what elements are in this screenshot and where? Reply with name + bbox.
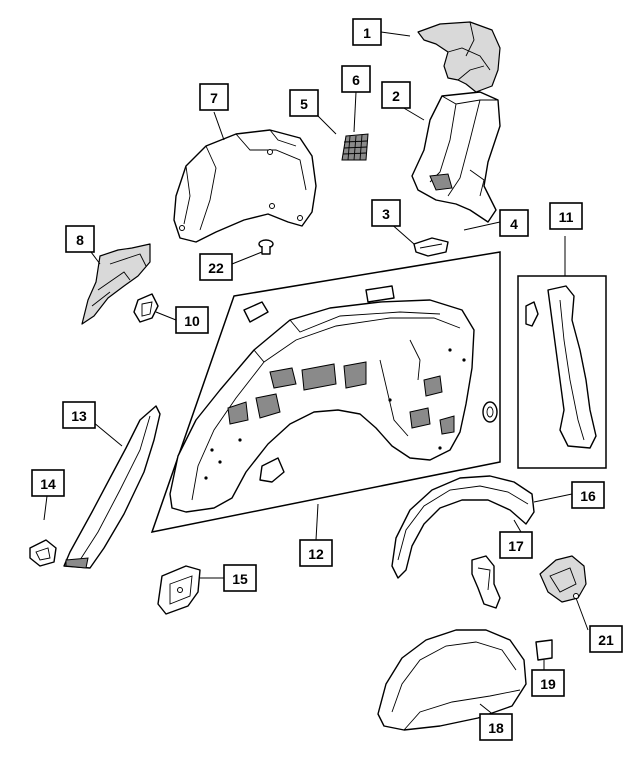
svg-text:8: 8 [76,232,84,248]
svg-text:5: 5 [300,96,308,112]
callout-15: 15 [223,564,257,592]
callout-12: 12 [299,539,333,567]
svg-text:19: 19 [540,676,556,692]
svg-text:4: 4 [510,216,518,232]
svg-text:7: 7 [210,90,218,106]
svg-text:22: 22 [208,260,224,276]
svg-text:15: 15 [232,571,248,587]
part-11-reinforcement-box [517,275,607,469]
callout-8: 8 [65,225,95,253]
svg-text:11: 11 [559,209,574,225]
callout-4: 4 [499,209,529,237]
part-14-bracket [29,539,57,567]
part-22-push-pin [258,239,274,255]
part-3-clip [413,237,449,257]
part-18-wheelhouse-liner [377,629,527,731]
part-16-wheel-flange [391,475,535,579]
part-10-small-bracket [133,293,159,323]
svg-text:1: 1 [363,25,371,41]
callout-17: 17 [499,531,533,559]
callout-13: 13 [62,401,96,429]
svg-text:10: 10 [184,313,200,329]
svg-text:13: 13 [71,408,87,424]
svg-text:2: 2 [392,88,400,104]
part-8-bracket [81,243,151,325]
callout-18: 18 [479,713,513,741]
part-12-lower-bracket [259,457,285,483]
svg-text:17: 17 [508,538,524,554]
part-13-rear-pillar [63,405,161,569]
svg-text:21: 21 [598,632,614,648]
callout-11: 11 [549,202,583,230]
callout-7: 7 [199,83,229,111]
part-21-bracket [539,555,587,603]
svg-text:18: 18 [488,720,504,736]
callout-19: 19 [531,669,565,697]
part-17-bracket [471,555,501,609]
svg-text:12: 12 [308,546,324,562]
part-1-pillar-bracket [417,21,501,93]
callout-10: 10 [175,306,209,334]
callout-1: 1 [352,18,382,46]
svg-text:3: 3 [382,206,390,222]
part-2-pillar-inner-panel [411,91,501,223]
svg-text:6: 6 [352,72,360,88]
callout-2: 2 [381,81,411,109]
part-12-grommet [482,401,498,423]
part-7-wheelhouse-liner [173,129,317,243]
svg-text:16: 16 [580,488,596,504]
part-19-plate [535,639,553,661]
callout-22: 22 [199,253,233,281]
callout-5: 5 [289,89,319,117]
part-15-bracket [157,565,201,615]
part-12-inner-quarter-panel [169,299,475,513]
callout-3: 3 [371,199,401,227]
svg-text:14: 14 [40,476,56,492]
callout-6: 6 [341,65,371,93]
callout-16: 16 [571,481,605,509]
part-6-mesh-vent [341,133,369,161]
part-12-top-bracket [243,285,395,323]
callout-14: 14 [31,469,65,497]
callout-21: 21 [589,625,623,653]
